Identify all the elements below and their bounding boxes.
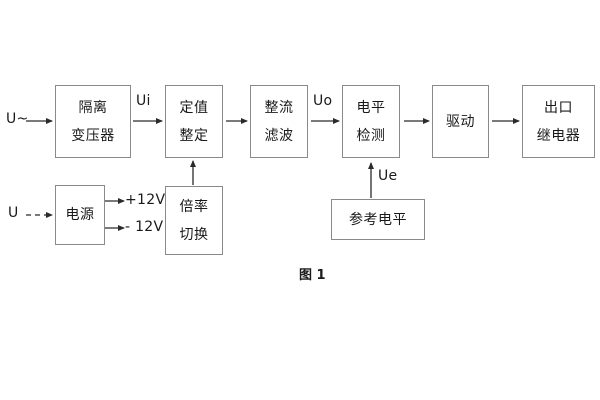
label-pos-12v: +12V [125,192,166,208]
label-ue: Ue [378,168,398,184]
block-output-relay-line1: 出口 [544,99,573,116]
label-input-ac: U~ [6,111,29,127]
block-rectify-filter-line2: 滤波 [264,127,294,144]
label-uo: Uo [313,93,333,109]
label-ui: Ui [136,93,151,109]
block-multiplier-switch[interactable]: 倍率 切换 [165,186,223,255]
block-setting-value-line2: 整定 [179,127,209,144]
block-rectify-filter-line1: 整流 [264,99,294,116]
block-power-supply[interactable]: 电源 [55,185,105,245]
block-output-relay-line2: 继电器 [536,127,581,144]
label-neg-12v: - 12V [125,219,164,235]
label-input-dc: U [8,205,19,221]
figure-caption: 图 1 [299,268,326,283]
block-multiplier-switch-line2: 切换 [179,226,209,243]
block-reference-level[interactable]: 参考电平 [331,199,425,240]
block-output-relay[interactable]: 出口 继电器 [522,85,595,158]
block-level-detect[interactable]: 电平 检测 [342,85,400,158]
block-setting-value-line1: 定值 [179,99,209,116]
block-power-supply-line1: 电源 [65,207,95,223]
block-rectify-filter[interactable]: 整流 滤波 [250,85,308,158]
block-isolation-transformer-line2: 变压器 [71,127,115,144]
block-setting-value[interactable]: 定值 整定 [165,85,223,158]
block-reference-level-line1: 参考电平 [349,211,407,228]
block-multiplier-switch-line1: 倍率 [179,198,209,215]
block-drive[interactable]: 驱动 [432,85,489,158]
block-isolation-transformer[interactable]: 隔离 变压器 [55,85,131,158]
block-drive-line1: 驱动 [446,113,475,130]
block-level-detect-line1: 电平 [356,99,386,116]
block-level-detect-line2: 检测 [356,127,386,144]
block-isolation-transformer-line1: 隔离 [78,99,108,116]
